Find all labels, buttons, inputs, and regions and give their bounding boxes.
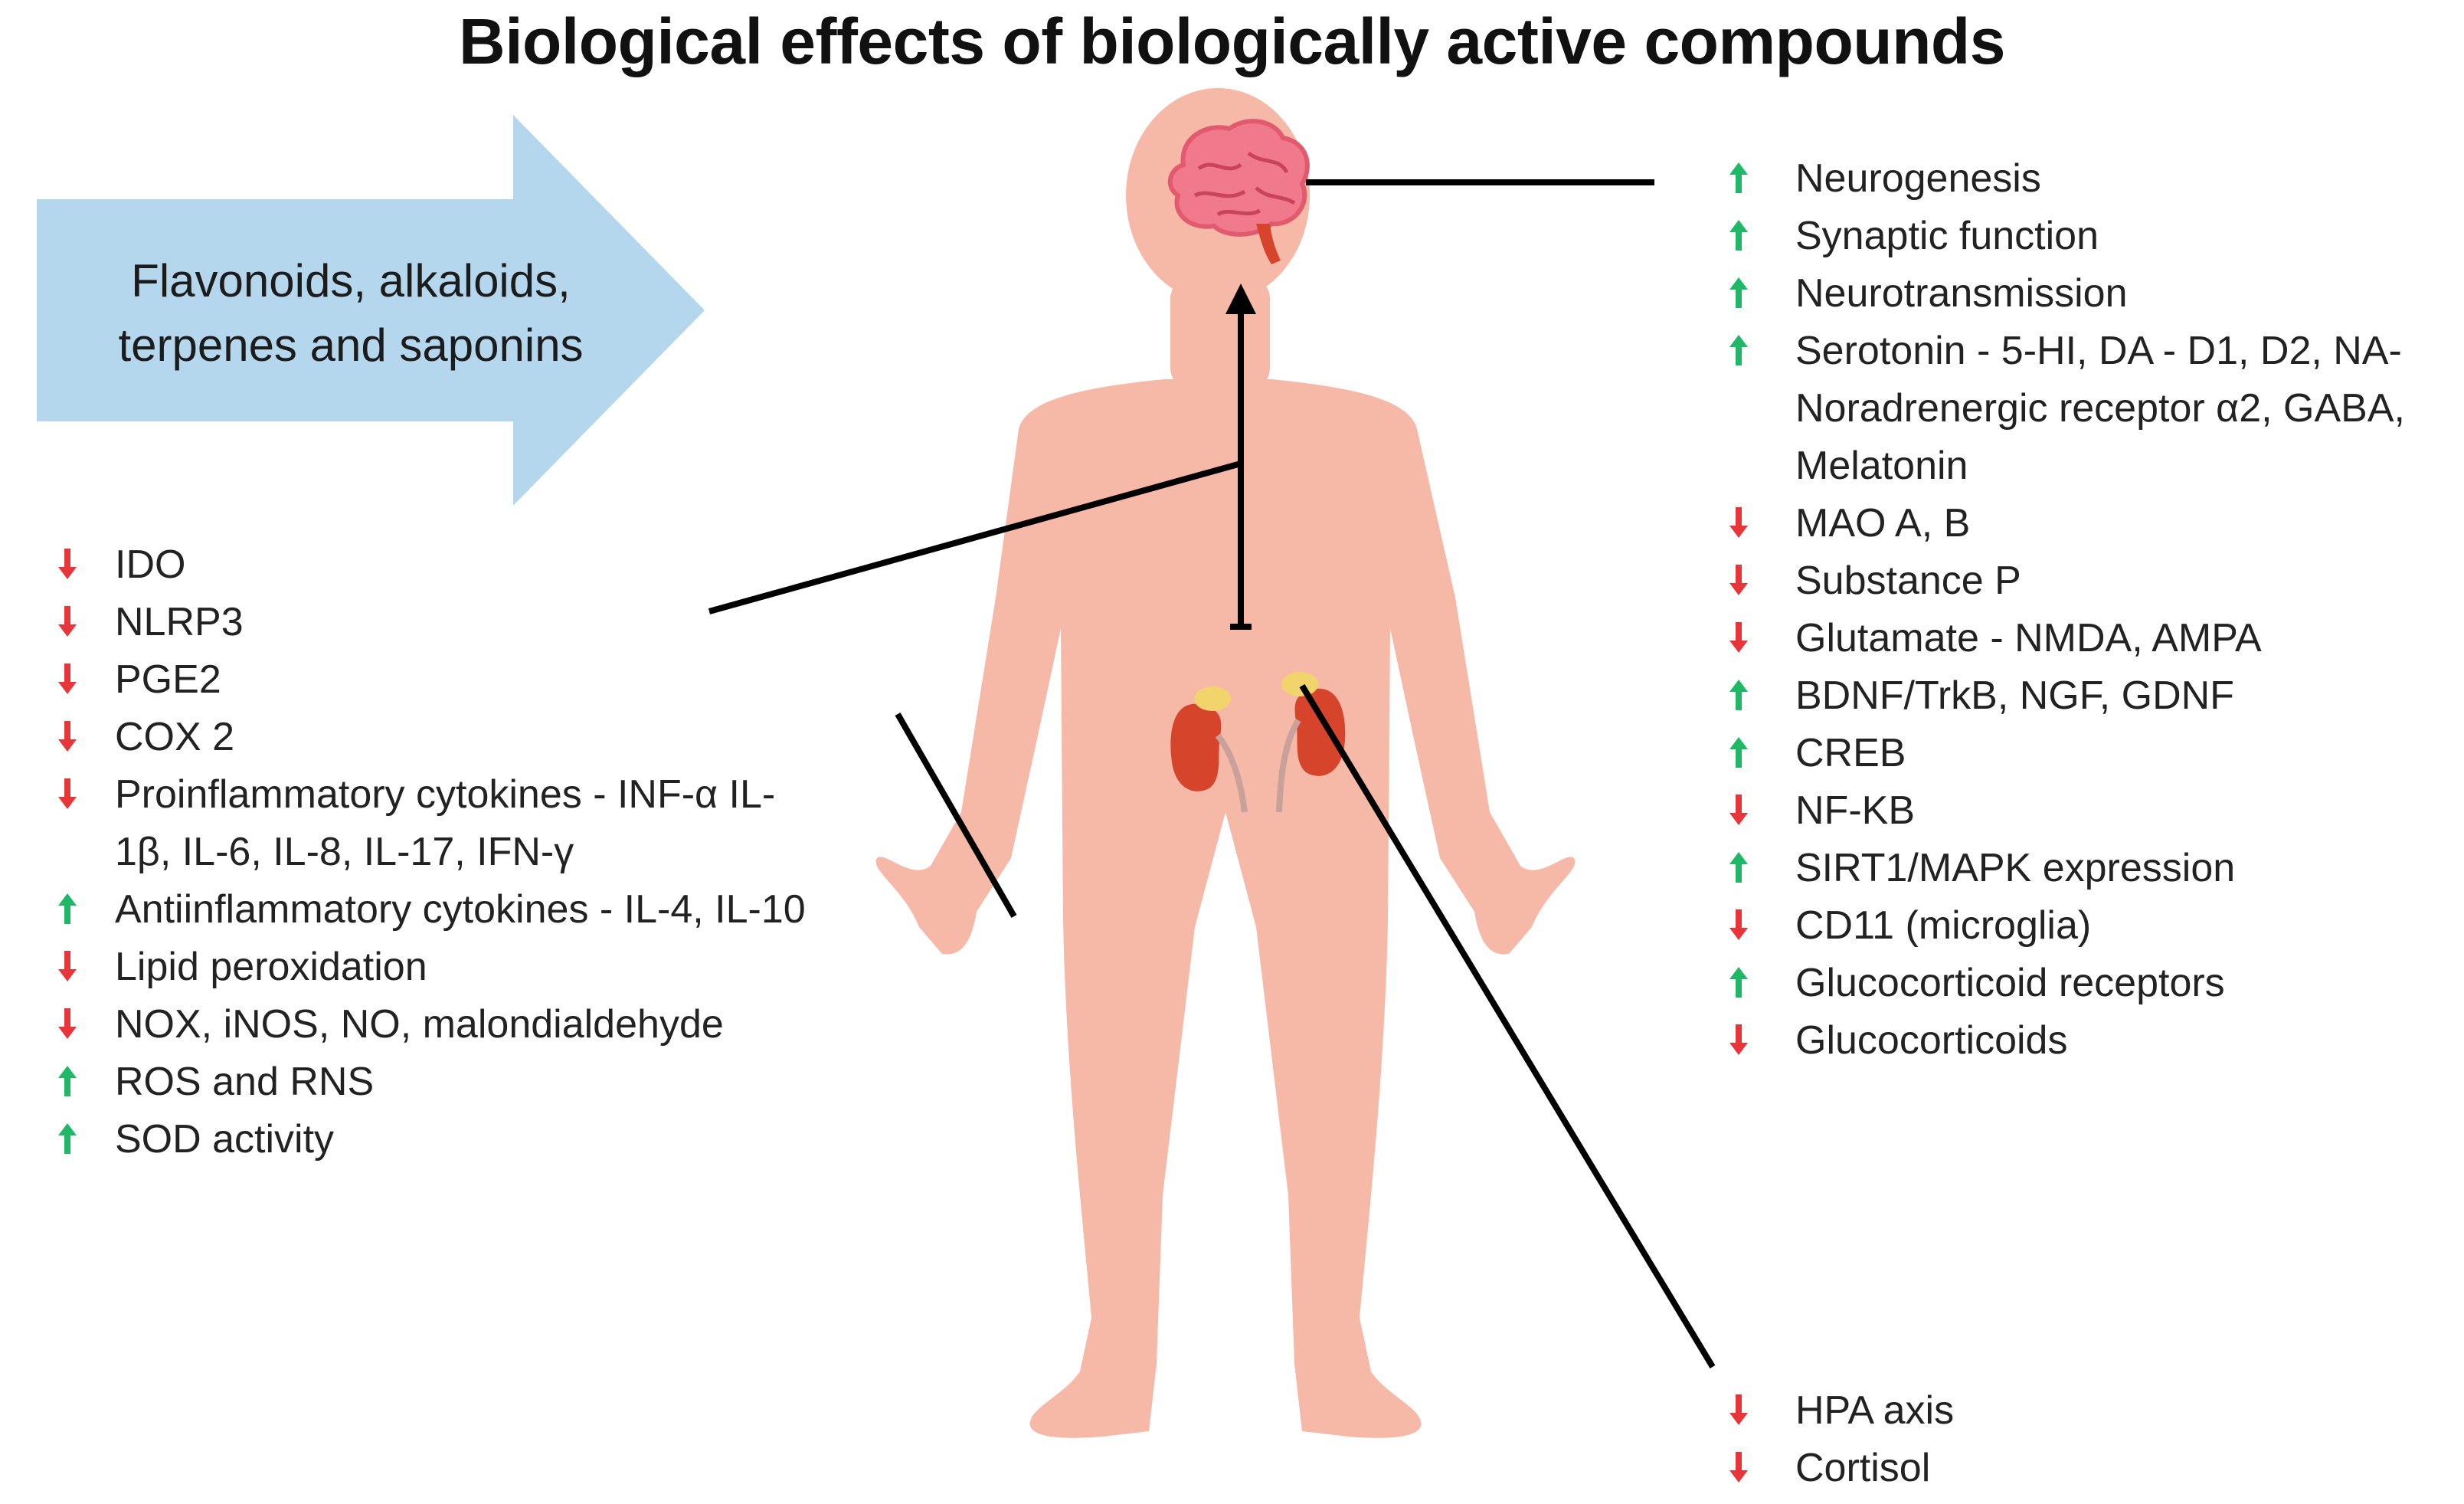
decrease-arrow-icon: [1716, 897, 1795, 955]
brain-effect-label: Serotonin - 5-HI, DA - D1, D2, NA- Norad…: [1795, 329, 2405, 488]
adrenal-connector: [1299, 683, 1716, 1369]
peripheral-effect-label: Lipid peroxidation: [115, 945, 427, 989]
brain-effect-item: MAO A, B: [1716, 495, 2459, 552]
increase-arrow-icon: [1716, 323, 1795, 380]
compounds-line-2: terpenes and saponins: [118, 319, 584, 371]
increase-arrow-icon: [1716, 725, 1795, 782]
increase-arrow-icon: [1716, 667, 1795, 725]
decrease-arrow-icon: [44, 709, 115, 766]
decrease-arrow-icon: [44, 766, 115, 824]
peripheral-effect-item: PGE2: [44, 651, 918, 709]
kidney-icon-left: [1170, 686, 1248, 813]
peripheral-effect-item: SOD activity: [44, 1111, 918, 1168]
peripheral-effect-label: IDO: [115, 542, 186, 587]
decrease-arrow-icon: [44, 536, 115, 594]
peripheral-effect-label: Proinflammatory cytokines - INF-α IL- 1β…: [115, 772, 776, 874]
decrease-arrow-icon: [1716, 1382, 1795, 1440]
compounds-label: Flavonoids, alkaloids, terpenes and sapo…: [60, 249, 642, 378]
brain-effect-label: Glucocorticoids: [1795, 1018, 2068, 1063]
increase-arrow-icon: [44, 881, 115, 939]
arrow-shape: [37, 115, 705, 506]
peripheral-effect-label: COX 2: [115, 715, 235, 759]
brain-effect-item: Glucocorticoid receptors: [1716, 955, 2459, 1012]
brain-icon: [1167, 119, 1310, 264]
brain-effect-label: BDNF/TrkB, NGF, GDNF: [1795, 673, 2234, 718]
brain-effect-label: CREB: [1795, 731, 1906, 775]
page-title: Biological effects of biologically activ…: [459, 5, 2005, 77]
adrenal-effect-item: Cortisol: [1716, 1440, 2405, 1497]
brain-effect-label: Glutamate - NMDA, AMPA: [1795, 616, 2262, 660]
decrease-arrow-icon: [1716, 1012, 1795, 1070]
brain-effect-item: SIRT1/MAPK expression: [1716, 840, 2459, 897]
peripheral-effect-item: Proinflammatory cytokines - INF-α IL- 1β…: [44, 766, 918, 881]
adrenal-effect-label: Cortisol: [1795, 1446, 1931, 1490]
compounds-arrow: Flavonoids, alkaloids, terpenes and sapo…: [37, 115, 711, 506]
left-hand-connector: [895, 713, 1017, 918]
brain-effect-label: CD11 (microglia): [1795, 903, 2092, 948]
brain-effect-item: CD11 (microglia): [1716, 897, 2459, 955]
brain-effect-item: CREB: [1716, 725, 2459, 782]
brain-effect-label: Substance P: [1795, 559, 2021, 603]
decrease-arrow-icon: [44, 594, 115, 651]
decrease-arrow-icon: [44, 939, 115, 996]
brain-effect-label: NF-KB: [1795, 788, 1915, 833]
peripheral-effect-item: Lipid peroxidation: [44, 939, 918, 996]
decrease-arrow-icon: [1716, 1440, 1795, 1497]
brain-effect-item: NF-KB: [1716, 782, 2459, 840]
peripheral-effect-item: Antiinflammatory cytokines - IL-4, IL-10: [44, 881, 918, 939]
adrenal-effect-label: HPA axis: [1795, 1388, 1955, 1433]
brain-effect-item: Neurogenesis: [1716, 150, 2459, 208]
brain-effect-item: BDNF/TrkB, NGF, GDNF: [1716, 667, 2459, 725]
peripheral-effect-item: ROS and RNS: [44, 1053, 918, 1111]
decrease-arrow-icon: [1716, 552, 1795, 610]
increase-arrow-icon: [44, 1053, 115, 1111]
brain-effect-label: Neurotransmission: [1795, 271, 2128, 316]
brain-effect-item: Substance P: [1716, 552, 2459, 610]
kidney-icon-right: [1276, 672, 1346, 813]
decrease-arrow-icon: [44, 651, 115, 709]
peripheral-effect-label: Antiinflammatory cytokines - IL-4, IL-10: [115, 887, 806, 932]
peripheral-effect-label: SOD activity: [115, 1117, 335, 1162]
brain-effect-label: Neurogenesis: [1795, 156, 2041, 201]
peripheral-effect-item: NLRP3: [44, 594, 918, 651]
peripheral-effect-label: NLRP3: [115, 600, 244, 644]
peripheral-effect-item: IDO: [44, 536, 918, 594]
brain-effect-label: MAO A, B: [1795, 501, 1971, 546]
brain-effect-item: Serotonin - 5-HI, DA - D1, D2, NA- Norad…: [1716, 323, 2459, 495]
peripheral-effect-label: ROS and RNS: [115, 1060, 375, 1104]
increase-arrow-icon: [1716, 208, 1795, 265]
peripheral-effect-item: NOX, iNOS, NO, malondialdehyde: [44, 996, 918, 1053]
left-list-connector: [708, 460, 1242, 614]
body-silhouette: [875, 88, 1576, 1438]
brain-arrowhead: [1225, 283, 1256, 314]
decrease-arrow-icon: [1716, 782, 1795, 840]
increase-arrow-icon: [1716, 955, 1795, 1012]
decrease-arrow-icon: [44, 996, 115, 1053]
connector-lines: [708, 179, 1716, 1369]
decrease-arrow-icon: [1716, 610, 1795, 667]
peripheral-effect-item: COX 2: [44, 709, 918, 766]
increase-arrow-icon: [1716, 265, 1795, 323]
brain-effect-label: Synaptic function: [1795, 214, 2099, 258]
decrease-arrow-icon: [1716, 495, 1795, 552]
brain-effect-label: SIRT1/MAPK expression: [1795, 846, 2236, 890]
peripheral-effect-label: NOX, iNOS, NO, malondialdehyde: [115, 1002, 724, 1047]
brain-effect-label: Glucocorticoid receptors: [1795, 961, 2225, 1005]
brain-effect-item: Glucocorticoids: [1716, 1012, 2459, 1070]
adrenal-effect-item: HPA axis: [1716, 1382, 2405, 1440]
increase-arrow-icon: [44, 1111, 115, 1168]
increase-arrow-icon: [1716, 150, 1795, 208]
peripheral-effect-label: PGE2: [115, 657, 221, 702]
brain-effect-item: Glutamate - NMDA, AMPA: [1716, 610, 2459, 667]
increase-arrow-icon: [1716, 840, 1795, 897]
brain-effect-item: Neurotransmission: [1716, 265, 2459, 323]
brain-effect-item: Synaptic function: [1716, 208, 2459, 265]
compounds-line-1: Flavonoids, alkaloids,: [131, 255, 571, 306]
